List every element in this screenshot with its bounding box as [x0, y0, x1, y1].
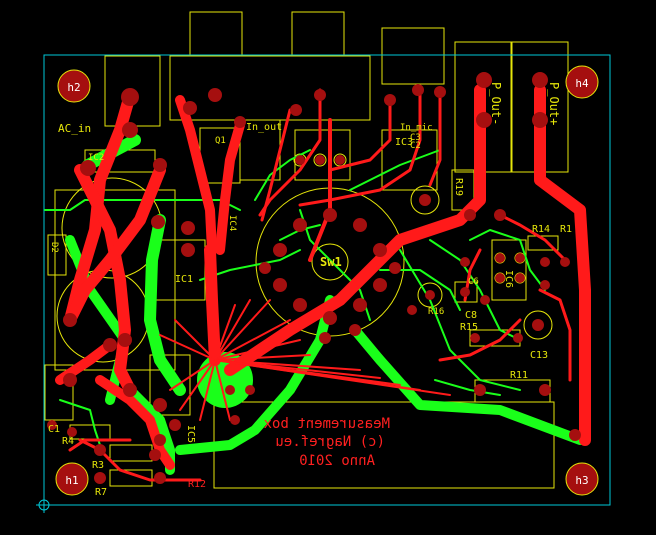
- trace-top-8: [538, 288, 572, 382]
- label-c2: C2: [410, 141, 421, 151]
- trace-top-11: [68, 438, 132, 452]
- label-c1: C1: [48, 424, 60, 435]
- r7-outline: [109, 469, 153, 487]
- label-p-out-plus: P_Out+: [547, 82, 561, 125]
- label-ic4: IC4: [227, 215, 237, 231]
- jack-outline-3: [381, 27, 445, 85]
- r14-outline: [527, 235, 559, 251]
- label-c8: C8: [465, 310, 477, 321]
- label-in-out: In_out: [246, 122, 282, 133]
- title-line-2: (c) Nagref.eu: [275, 434, 385, 450]
- trace-pwr-9: [95, 375, 175, 470]
- label-d2: D2: [49, 242, 59, 253]
- board-title: Measurement box (c) Nagref.eu Anno 2010: [264, 416, 390, 469]
- label-ic2: IC2: [88, 153, 104, 163]
- trace-pwr-5: [175, 95, 217, 255]
- trace-pwr-8: [534, 84, 591, 446]
- trace-pwr-2: [74, 164, 136, 396]
- trace-top-5: [328, 98, 392, 172]
- ic6-outline: [491, 239, 527, 301]
- label-r19: R19: [453, 178, 464, 196]
- trace-pwr-3: [64, 164, 166, 326]
- label-p-out-minus: P_Out-: [489, 82, 503, 125]
- trace-pwr-4: [204, 244, 221, 366]
- silkscreen-labels: AC_in In_out In_mic P_Out- P_Out+ Sw1 IC…: [48, 82, 572, 498]
- trace-top-2: [428, 88, 442, 187]
- label-r4: R4: [62, 436, 74, 447]
- trace-sig-10: [59, 399, 101, 446]
- label-r14: R14: [532, 224, 550, 235]
- trace-sig-12: [434, 379, 501, 396]
- diode-block: [294, 129, 351, 181]
- label-r12: R12: [188, 479, 206, 490]
- trace-top-4: [260, 108, 292, 222]
- label-c6: C6: [468, 277, 479, 287]
- label-q1: Q1: [215, 136, 226, 146]
- trace-pwr-7: [224, 84, 486, 376]
- hole-h4: h4: [565, 65, 599, 99]
- trace-gnd-6: [350, 325, 585, 445]
- trace-sig-6: [349, 149, 441, 191]
- label-in-mic: In_mic: [400, 123, 433, 133]
- label-r1: R1: [560, 224, 572, 235]
- trace-top-7: [438, 318, 522, 362]
- switch-inner: [311, 243, 349, 281]
- trace-gnd-2: [144, 214, 186, 396]
- hole-h2-label: h2: [67, 81, 80, 94]
- label-c3: C3: [410, 133, 421, 143]
- d2-outline: [47, 234, 67, 276]
- c13-outline: [523, 310, 553, 340]
- q1-outline: [410, 185, 440, 215]
- hole-h4-label: h4: [575, 77, 589, 90]
- label-r11: R11: [510, 370, 528, 381]
- label-ic1: IC1: [175, 274, 193, 285]
- hole-h3: h3: [565, 462, 599, 496]
- small-cap-outline: [417, 282, 443, 308]
- ic3-outline: [381, 129, 438, 191]
- label-r7: R7: [95, 487, 107, 498]
- pad-ring: [313, 153, 327, 167]
- hole-h1-label: h1: [65, 474, 78, 487]
- fanout-traces: [159, 299, 451, 421]
- hole-h1: h1: [55, 462, 89, 496]
- label-ic5: IC5: [185, 425, 196, 443]
- board-outline: [43, 54, 611, 506]
- trace-top-1: [298, 88, 422, 207]
- ic5-outline: [149, 354, 191, 416]
- label-c13: C13: [530, 350, 548, 361]
- title-line-1: Measurement box: [264, 416, 390, 432]
- c1-outline: [44, 364, 74, 421]
- hole-h2: h2: [57, 69, 91, 103]
- title-line-3: Anno 2010: [299, 453, 375, 469]
- c8-outline: [454, 281, 478, 303]
- label-ic6: IC6: [503, 270, 514, 288]
- trace-top-6: [498, 213, 567, 262]
- label-ac-in: AC_in: [58, 122, 91, 135]
- label-r3: R3: [92, 460, 104, 471]
- label-r15: R15: [460, 322, 478, 333]
- trace-sig-9: [469, 229, 546, 291]
- mounting-holes: h2 h4 h1 h3: [55, 65, 599, 496]
- trace-pwr-6: [215, 120, 245, 255]
- label-ic3: IC3: [395, 137, 413, 148]
- trace-top-10: [78, 438, 202, 482]
- label-r16: R16: [428, 307, 444, 317]
- top-copper-layer: [55, 84, 591, 482]
- hole-h3-label: h3: [575, 474, 588, 487]
- trace-sig-8: [399, 249, 521, 391]
- label-sw1: Sw1: [320, 255, 342, 269]
- pads: [47, 72, 581, 484]
